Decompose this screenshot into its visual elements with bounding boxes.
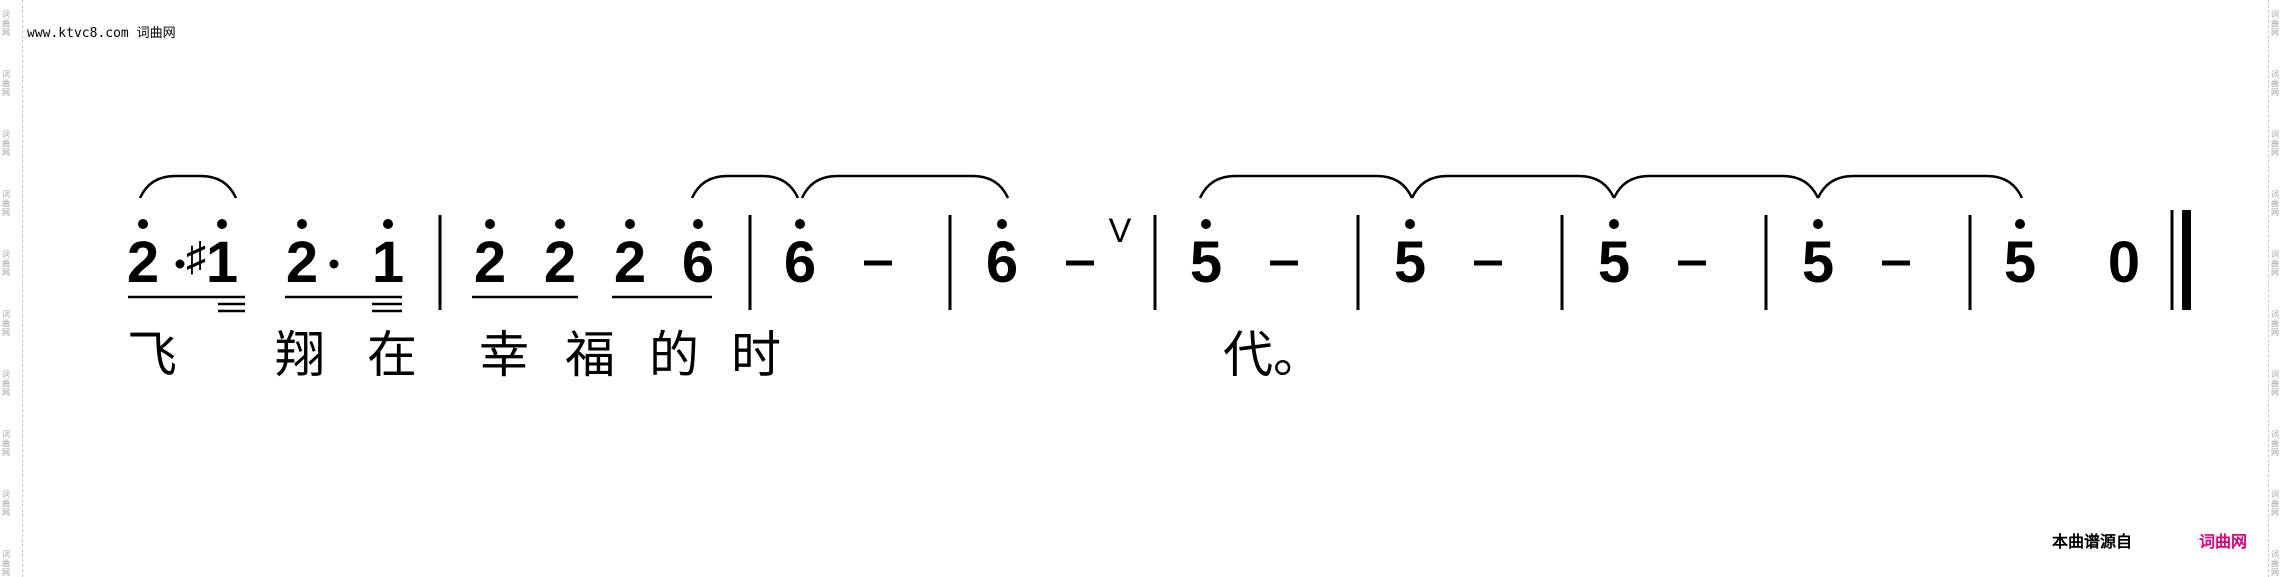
lyric-syllable: 福 bbox=[565, 326, 615, 384]
octave-dot bbox=[625, 219, 635, 229]
octave-dot bbox=[217, 219, 227, 229]
note-digit: 1 bbox=[206, 230, 238, 295]
right-watermark-strip: 词曲网词曲网词曲网词曲网词曲网词曲网词曲网词曲网词曲网词曲网 bbox=[2268, 0, 2291, 577]
side-watermark-text: 词曲网 bbox=[2271, 550, 2279, 577]
side-watermark-text: 词曲网 bbox=[2271, 370, 2279, 397]
side-watermark-text: 词曲网 bbox=[2271, 130, 2279, 157]
octave-dot bbox=[1405, 219, 1415, 229]
octave-dot bbox=[555, 219, 565, 229]
source-brand-link[interactable]: 词曲网 bbox=[2199, 532, 2248, 551]
final-bar-thick bbox=[2182, 210, 2191, 310]
octave-dot bbox=[2015, 219, 2025, 229]
lyric-syllable: 在 bbox=[367, 326, 417, 384]
note-digit: 5 bbox=[1394, 230, 1426, 295]
side-watermark-text: 词曲网 bbox=[2271, 70, 2279, 97]
augmentation-dot bbox=[329, 259, 339, 269]
side-watermark-text: 词曲网 bbox=[2, 490, 10, 517]
note-digit: 1 bbox=[372, 230, 404, 295]
side-watermark-text: 词曲网 bbox=[2, 550, 10, 577]
side-watermark-text: 词曲网 bbox=[2271, 190, 2279, 217]
note-digit: 6 bbox=[682, 230, 714, 295]
slur bbox=[1816, 174, 2024, 199]
note-digit: 5 bbox=[1598, 230, 1630, 295]
note-digit: 5 bbox=[2004, 230, 2036, 295]
lyric-syllable: 飞 bbox=[127, 326, 177, 384]
note-digit: 5 bbox=[1802, 230, 1834, 295]
slur bbox=[690, 174, 800, 199]
octave-dot bbox=[1201, 219, 1211, 229]
note-digit: 5 bbox=[1190, 230, 1222, 295]
note-digit: 2 bbox=[474, 230, 506, 295]
side-watermark-text: 词曲网 bbox=[2271, 430, 2279, 457]
octave-dot bbox=[997, 219, 1007, 229]
source-label: 本曲谱源自 bbox=[2052, 532, 2133, 551]
lyric-syllable: 代。 bbox=[1223, 326, 1323, 384]
breath-mark: V bbox=[1109, 212, 1132, 250]
side-watermark-text: 词曲网 bbox=[2, 310, 10, 337]
octave-dot bbox=[1609, 219, 1619, 229]
side-watermark-text: 词曲网 bbox=[2271, 310, 2279, 337]
note-digit: 6 bbox=[986, 230, 1018, 295]
lyric-syllable: 的 bbox=[649, 326, 699, 384]
note-digit: 2 bbox=[544, 230, 576, 295]
octave-dot bbox=[693, 219, 703, 229]
lyric-syllable: 翔 bbox=[275, 326, 325, 384]
side-watermark-text: 词曲网 bbox=[2, 370, 10, 397]
left-watermark-strip: 词曲网词曲网词曲网词曲网词曲网词曲网词曲网词曲网词曲网词曲网 bbox=[0, 0, 23, 577]
octave-dot bbox=[795, 219, 805, 229]
side-watermark-text: 词曲网 bbox=[2, 10, 10, 37]
slur bbox=[1410, 174, 1616, 199]
slur bbox=[1198, 174, 1414, 199]
lyric-syllable: 幸 bbox=[479, 326, 529, 384]
slur bbox=[800, 174, 1010, 199]
note-digit: 0 bbox=[2108, 230, 2140, 295]
octave-dot bbox=[1813, 219, 1823, 229]
side-watermark-text: 词曲网 bbox=[2, 130, 10, 157]
note-digit: 6 bbox=[784, 230, 816, 295]
site-url: www.ktvc8.com 词曲网 bbox=[27, 26, 176, 41]
note-digit: 2 bbox=[286, 230, 318, 295]
side-watermark-text: 词曲网 bbox=[2, 70, 10, 97]
note-digit: 2 bbox=[127, 230, 159, 295]
note-digit: 2 bbox=[614, 230, 646, 295]
octave-dot bbox=[297, 219, 307, 229]
sharp-sign: ♯ bbox=[186, 235, 206, 279]
side-watermark-text: 词曲网 bbox=[2271, 250, 2279, 277]
octave-dot bbox=[383, 219, 393, 229]
side-watermark-text: 词曲网 bbox=[2, 250, 10, 277]
octave-dot bbox=[485, 219, 495, 229]
slur bbox=[1612, 174, 1820, 199]
side-watermark-text: 词曲网 bbox=[2, 430, 10, 457]
lyric-syllable: 时 bbox=[731, 326, 781, 384]
octave-dot bbox=[138, 219, 148, 229]
side-watermark-text: 词曲网 bbox=[2, 190, 10, 217]
augmentation-dot bbox=[175, 259, 185, 269]
side-watermark-text: 词曲网 bbox=[2271, 490, 2279, 517]
slur bbox=[138, 174, 238, 199]
side-watermark-text: 词曲网 bbox=[2271, 10, 2279, 37]
